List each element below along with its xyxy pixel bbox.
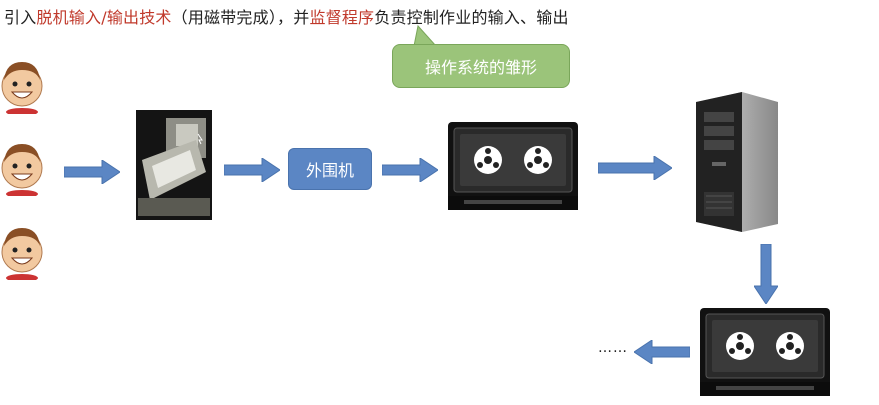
card-reader-machine-icon [136,110,212,220]
heading-output-tech: 输出技术 [106,8,172,27]
heading-offline-input: 脱机输入 [36,8,102,27]
heading-part-5: （用磁带完成），并 [171,8,310,27]
continuation-ellipsis: …… [598,340,628,356]
os-prototype-callout: 操作系统的雏形 [392,24,570,88]
user-face-icon [1,228,43,280]
computer-tower-icon [696,92,778,232]
arrow-right-icon [224,158,280,182]
heading-part-1: 引入 [4,8,37,27]
arrow-left-icon [634,340,690,364]
arrow-right-icon [64,160,120,184]
arrow-right-icon [382,158,438,182]
magnetic-tape-icon [700,308,830,396]
callout-text: 操作系统的雏形 [392,44,570,88]
user-face-icon [1,144,43,196]
user-face-icon [1,62,43,114]
magnetic-tape-icon [448,122,578,210]
heading-supervisor: 监督程序 [309,8,375,27]
arrow-right-icon [598,156,672,180]
heading: 引入脱机输入/输出技术（用磁带完成），并监督程序负责控制作业的输入、输出 [4,4,569,28]
peripheral-machine-box: 外围机 [288,148,372,190]
heading-slash: / [101,8,107,27]
heading-part-7: 负责控制作业的输入、输出 [374,8,569,27]
arrow-down-icon [754,244,778,304]
